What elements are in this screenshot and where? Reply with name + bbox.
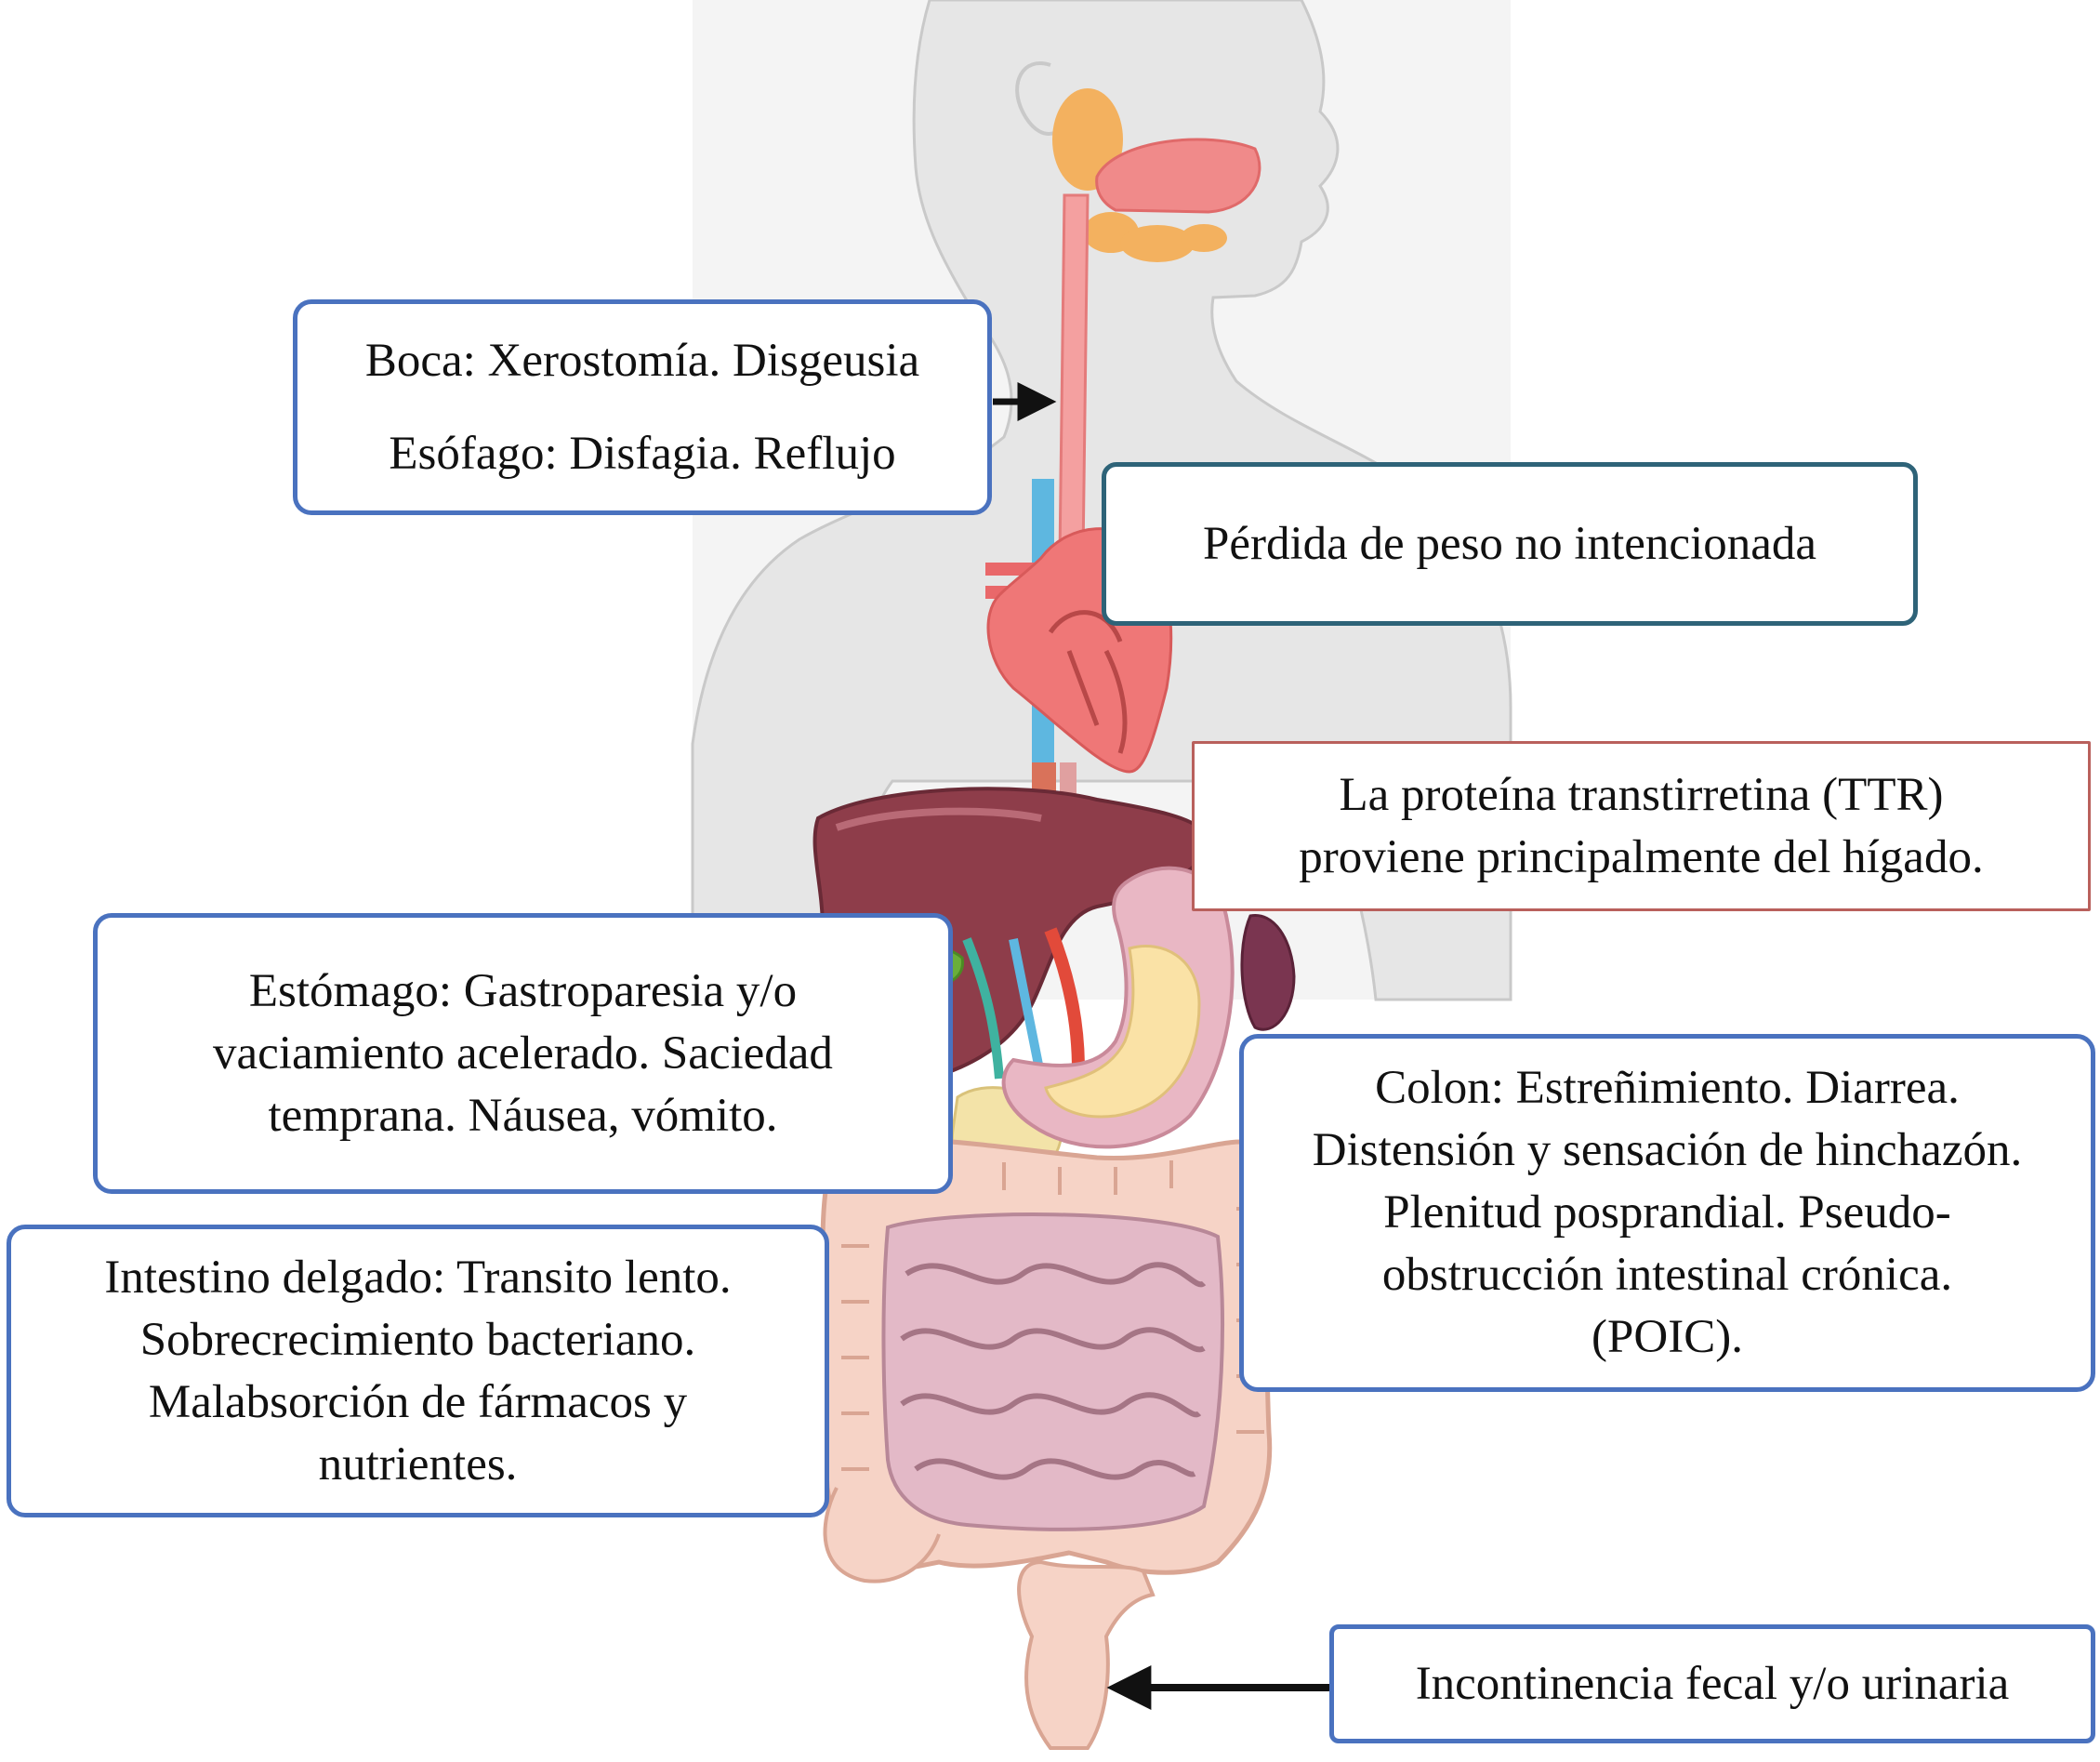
callout-incontinencia: Incontinencia fecal y/o urinaria — [1329, 1624, 2095, 1743]
callout-colon-line-2: Distensión y sensación de hinchazón. — [1312, 1124, 2023, 1176]
callout-boca-line-1: Boca: Xerostomía. Disgeusia — [364, 335, 920, 387]
callout-estomago-line-2: vaciamiento acelerado. Saciedad — [213, 1027, 833, 1080]
callout-intestino-line-4: nutrientes. — [318, 1437, 518, 1490]
small-intestine — [881, 1212, 1224, 1531]
callout-estomago-line-3: temprana. Náusea, vómito. — [268, 1089, 778, 1142]
callout-ttr-line-1: La proteína transtirretina (TTR) — [1339, 768, 1944, 821]
callout-intestino-line-1: Intestino delgado: Transito lento. — [104, 1251, 732, 1304]
ear — [1015, 61, 1062, 136]
callout-intestino-line-3: Malabsorción de fármacos y — [148, 1375, 688, 1428]
liver-highlight — [835, 807, 1042, 831]
callout-intestino-delgado: Intestino delgado: Transito lento. Sobre… — [7, 1225, 829, 1517]
callout-estomago: Estómago: Gastroparesia y/o vaciamiento … — [93, 913, 953, 1194]
callout-perdida-peso: Pérdida de peso no intencionada — [1102, 462, 1918, 626]
callout-peso-line-1: Pérdida de peso no intencionada — [1203, 517, 1816, 570]
rectum — [1017, 1559, 1156, 1750]
esophagus — [1058, 193, 1090, 560]
callout-colon-line-4: obstrucción intestinal crónica. — [1381, 1249, 1953, 1301]
mouth — [1095, 138, 1261, 214]
callout-colon-line-1: Colon: Estreñimiento. Diarrea. — [1375, 1062, 1960, 1114]
callout-incontinencia-line-1: Incontinencia fecal y/o urinaria — [1415, 1657, 2010, 1710]
small-intestine-loops — [900, 1262, 1207, 1480]
callout-ttr: La proteína transtirretina (TTR) provien… — [1192, 741, 2091, 911]
callout-estomago-line-1: Estómago: Gastroparesia y/o — [248, 964, 798, 1017]
callout-boca-line-2: Esófago: Disfagia. Reflujo — [389, 428, 896, 480]
salivary-glands — [1052, 88, 1227, 262]
callout-colon: Colon: Estreñimiento. Diarrea. Distensió… — [1239, 1034, 2095, 1392]
callout-colon-line-5: (POIC). — [1592, 1311, 1743, 1363]
callout-colon-line-3: Plenitud posprandial. Pseudo- — [1383, 1186, 1951, 1239]
callout-ttr-line-2: proviene principalmente del hígado. — [1299, 830, 1984, 883]
callout-intestino-line-2: Sobrecrecimiento bacteriano. — [139, 1313, 696, 1366]
heart-chambers — [1048, 610, 1128, 754]
stomach-lining — [1044, 945, 1201, 1119]
callout-boca-esofago: Boca: Xerostomía. Disgeusia Esófago: Dis… — [293, 299, 992, 515]
cecum — [823, 1487, 941, 1583]
spleen — [1240, 913, 1296, 1031]
